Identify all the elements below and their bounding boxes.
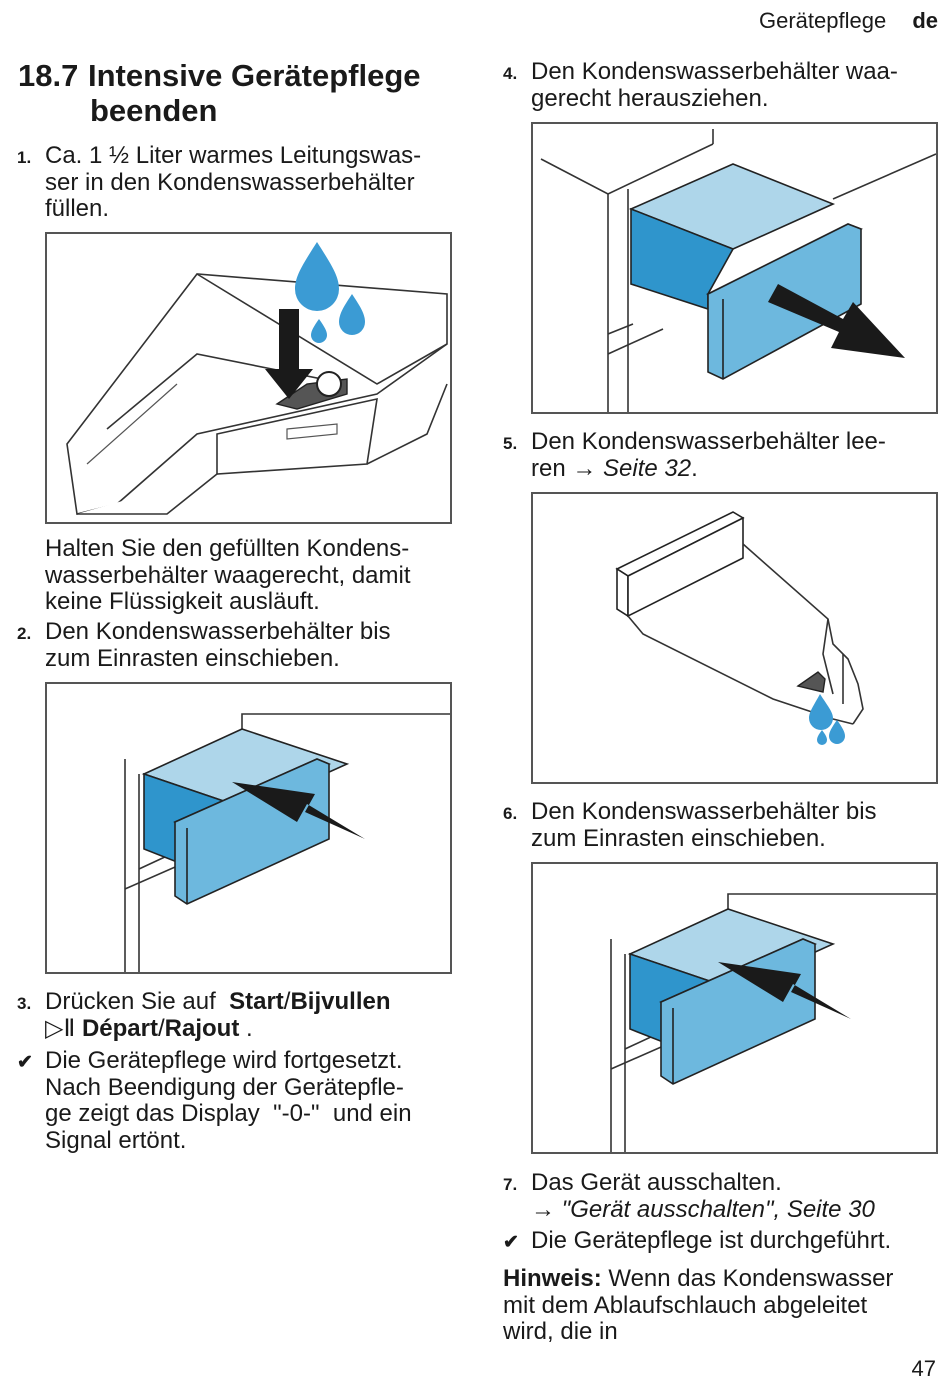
display-value: "-0-" [273,1100,320,1127]
button-label-depart: Départ [81,1014,158,1042]
result-line: Nach Beendigung der Gerätepfle- [45,1073,404,1101]
result-1: ✔ Die Gerätepflege wird fortgesetzt. Nac… [17,1047,455,1154]
hint-text: Wenn das Kondenswasser [608,1265,894,1292]
note-line: keine Flüssigkeit ausläuft. [45,588,320,615]
step-text: ren [531,454,566,482]
step-text-line: ser in den Kondenswasserbehälter [45,168,415,196]
step-number: 3. [17,994,32,1013]
hint-note: Hinweis: Wenn das Kondenswasser mit dem … [503,1265,933,1346]
figure-fill-water [45,232,452,524]
step-text-line: gerecht herausziehen. [531,84,769,112]
arrow-right-icon: → [531,1195,555,1223]
step-number: 6. [503,804,518,823]
step-2: 2. Den Kondenswasserbehälter bis zum Ein… [17,618,455,672]
checkmark-icon: ✔ [17,1052,33,1073]
hint-text: mit dem Ablaufschlauch abgeleitet [503,1291,868,1319]
result-text: und ein [332,1100,412,1127]
down-arrow-icon [265,309,313,399]
step-1: 1. Ca. 1 ½ Liter warmes Leitungswas- ser… [17,142,455,223]
water-drops-icon [809,694,845,745]
pull-arrow-icon [768,284,905,358]
start-pause-icon: ▷Ⅱ [45,1014,76,1042]
section-title: 18.7 Intensive Gerätepflege beenden [18,58,421,128]
step-text-line: Den Kondenswasserbehälter waa- [531,58,898,85]
step-text-line: Den Kondenswasserbehälter lee- [531,428,886,455]
button-label-rajout: Rajout [164,1014,240,1042]
note-line: Halten Sie den gefüllten Kondens- [45,535,410,562]
step-7: 7. Das Gerät ausschalten. → "Gerät aussc… [503,1169,941,1223]
figure-push-tank-in-2 [531,862,938,1154]
separator: / [157,1014,165,1042]
step-text-line: Das Gerät ausschalten. [531,1169,782,1196]
title-line-2: beenden [90,93,218,128]
result-2: ✔ Die Gerätepflege ist durchgeführt. [503,1227,941,1255]
step-text-line: Den Kondenswasserbehälter bis [45,618,391,645]
page-reference-link[interactable]: Seite 32 [603,454,692,482]
step-number: 4. [503,64,518,83]
water-drops-icon [295,242,365,343]
step-4: 4. Den Kondenswasserbehälter waa- gerech… [503,58,941,112]
checkmark-icon: ✔ [503,1232,519,1253]
button-label-start: Start [229,988,284,1015]
figure-push-tank-in [45,682,452,974]
step-text-line: Ca. 1 ½ Liter warmes Leitungswas- [45,142,422,169]
section-number: 18.7 [18,58,79,93]
page-reference-link[interactable]: "Gerät ausschalten", Seite 30 [561,1195,875,1223]
result-line: Die Gerätepflege ist durchgeführt. [531,1227,892,1254]
step-text-line: Den Kondenswasserbehälter bis [531,798,877,825]
hint-text: wird, die in [503,1318,618,1345]
separator: / [283,988,291,1015]
arrow-right-icon: → [572,454,597,482]
note-line: wasserbehälter waagerecht, damit [45,561,411,589]
step-text-end: . [246,1014,253,1042]
step-5: 5. Den Kondenswasserbehälter lee- ren → … [503,428,941,482]
figure-empty-tank [531,492,938,784]
step-number: 1. [17,148,32,167]
result-line: Signal ertönt. [45,1126,187,1154]
step-text-line: füllen. [45,195,110,222]
push-arrow-icon [232,782,365,839]
title-line-1: Intensive Gerätepflege [88,58,421,93]
push-arrow-icon [718,962,851,1019]
step-6: 6. Den Kondenswasserbehälter bis zum Ein… [503,798,941,852]
instruction-note: Halten Sie den gefüllten Kondens- wasser… [45,535,411,616]
hint-label: Hinweis: [503,1265,602,1292]
button-label-bijvullen: Bijvullen [290,988,391,1015]
running-header: Gerätepflege de [759,8,938,34]
header-language: de [912,8,938,33]
step-text-end: . [691,454,698,482]
step-3: 3. Drücken Sie auf Start/Bijvullen ▷Ⅱ Dé… [17,988,455,1042]
result-text: ge zeigt das Display [45,1100,260,1127]
step-text: Drücken Sie auf [45,988,216,1015]
figure-pull-tank-out [531,122,938,414]
step-text-line: zum Einrasten einschieben. [531,824,826,852]
step-text-line: zum Einrasten einschieben. [45,644,340,672]
step-number: 2. [17,624,32,643]
step-number: 7. [503,1175,518,1194]
header-section: Gerätepflege [758,8,887,33]
page-number: 47 [911,1356,936,1381]
step-number: 5. [503,434,518,453]
result-line: Die Gerätepflege wird fortgesetzt. [45,1047,403,1074]
tank-opening-icon [316,371,342,397]
